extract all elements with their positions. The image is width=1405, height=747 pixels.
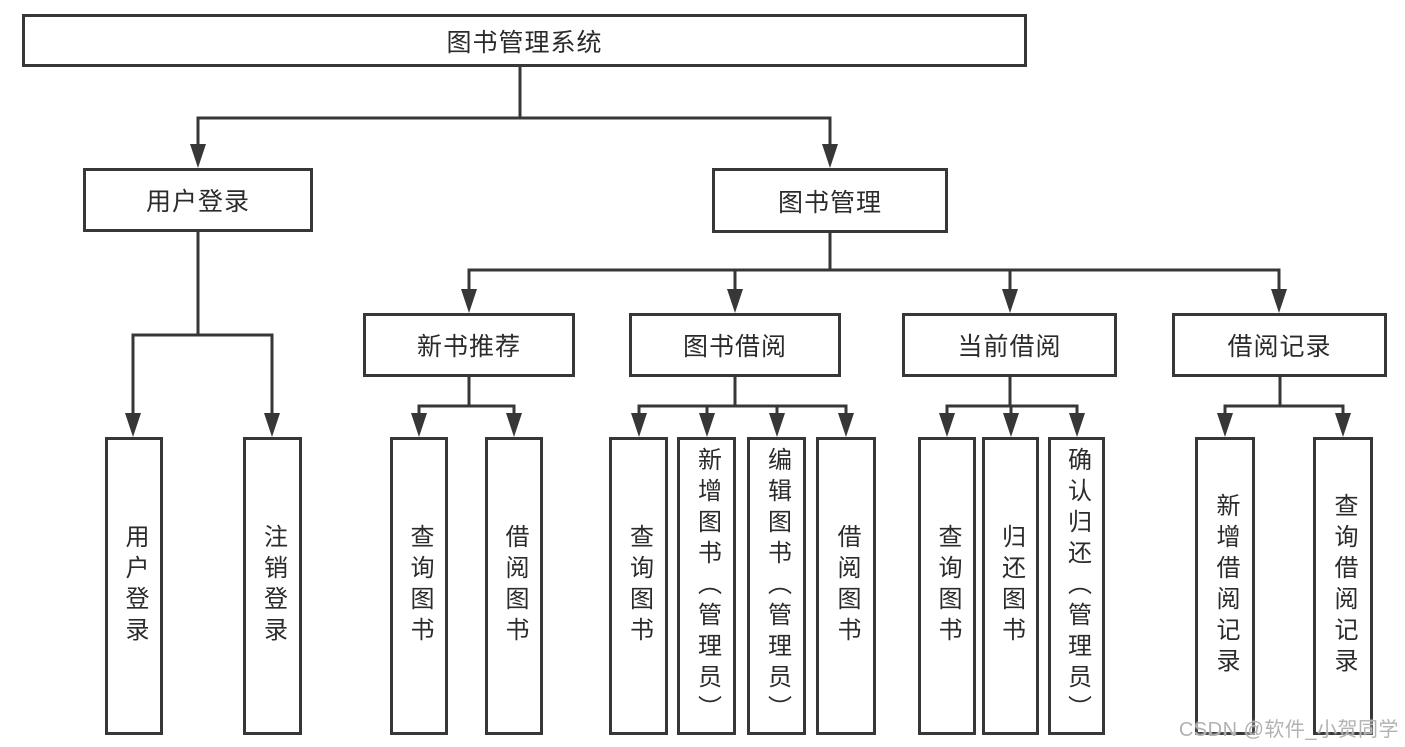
node-borrow-records-label: 借阅记录 — [1227, 333, 1332, 361]
node-new-book-rec-label: 新书推荐 — [416, 333, 521, 361]
leaf-query-book-borrow: 查询图书 — [609, 437, 668, 735]
node-user-login-label: 用户登录 — [145, 188, 250, 216]
leaf-return-book: 归还图书 — [982, 437, 1039, 735]
leaf-borrow-book: 借阅图书 — [816, 437, 876, 735]
leaf-query-book-rec: 查询图书 — [390, 437, 448, 735]
arrowheads — [125, 144, 1351, 437]
leaf-edit-book-admin: 编辑图书（管理员） — [747, 437, 806, 735]
node-root-label: 图书管理系统 — [446, 28, 603, 57]
node-book-borrow-label: 图书借阅 — [682, 333, 787, 361]
node-current-borrow-label: 当前借阅 — [957, 333, 1062, 361]
node-book-mgmt-label: 图书管理 — [777, 188, 882, 217]
node-book-mgmt: 图书管理 — [712, 168, 948, 233]
leaf-user-login-label: 用户登录 — [121, 524, 148, 648]
leaf-user-login: 用户登录 — [105, 437, 163, 735]
leaf-query-book-current: 查询图书 — [918, 437, 976, 735]
leaf-query-book-current-label: 查询图书 — [934, 524, 961, 648]
node-book-borrow: 图书借阅 — [629, 313, 841, 377]
leaf-confirm-return-admin-label: 确认归还（管理员） — [1063, 446, 1091, 726]
leaf-confirm-return-admin: 确认归还（管理员） — [1048, 437, 1105, 735]
leaf-add-borrow-record: 新增借阅记录 — [1195, 437, 1255, 735]
leaf-query-book-borrow-label: 查询图书 — [625, 524, 653, 648]
leaf-query-book-rec-label: 查询图书 — [406, 524, 433, 648]
leaf-edit-book-admin-label: 编辑图书（管理员） — [763, 446, 791, 726]
csdn-watermark: CSDN @软件_小贺同学 — [1178, 719, 1399, 741]
leaf-logout: 注销登录 — [243, 437, 302, 735]
leaf-borrow-book-rec: 借阅图书 — [485, 437, 543, 735]
leaf-query-borrow-record: 查询借阅记录 — [1313, 437, 1373, 735]
leaf-logout-label: 注销登录 — [259, 524, 287, 648]
node-user-login: 用户登录 — [83, 168, 313, 232]
leaf-return-book-label: 归还图书 — [997, 524, 1025, 648]
node-borrow-records: 借阅记录 — [1172, 313, 1387, 377]
leaf-borrow-book-rec-label: 借阅图书 — [501, 524, 528, 648]
leaf-add-borrow-record-label: 新增借阅记录 — [1212, 493, 1239, 679]
node-new-book-rec: 新书推荐 — [363, 313, 575, 377]
leaf-query-borrow-record-label: 查询借阅记录 — [1330, 493, 1357, 679]
leaf-borrow-book-label: 借阅图书 — [833, 524, 860, 648]
node-root: 图书管理系统 — [22, 14, 1027, 67]
node-current-borrow: 当前借阅 — [902, 313, 1117, 377]
leaf-add-book-admin: 新增图书（管理员） — [677, 437, 736, 735]
leaf-add-book-admin-label: 新增图书（管理员） — [693, 446, 721, 726]
